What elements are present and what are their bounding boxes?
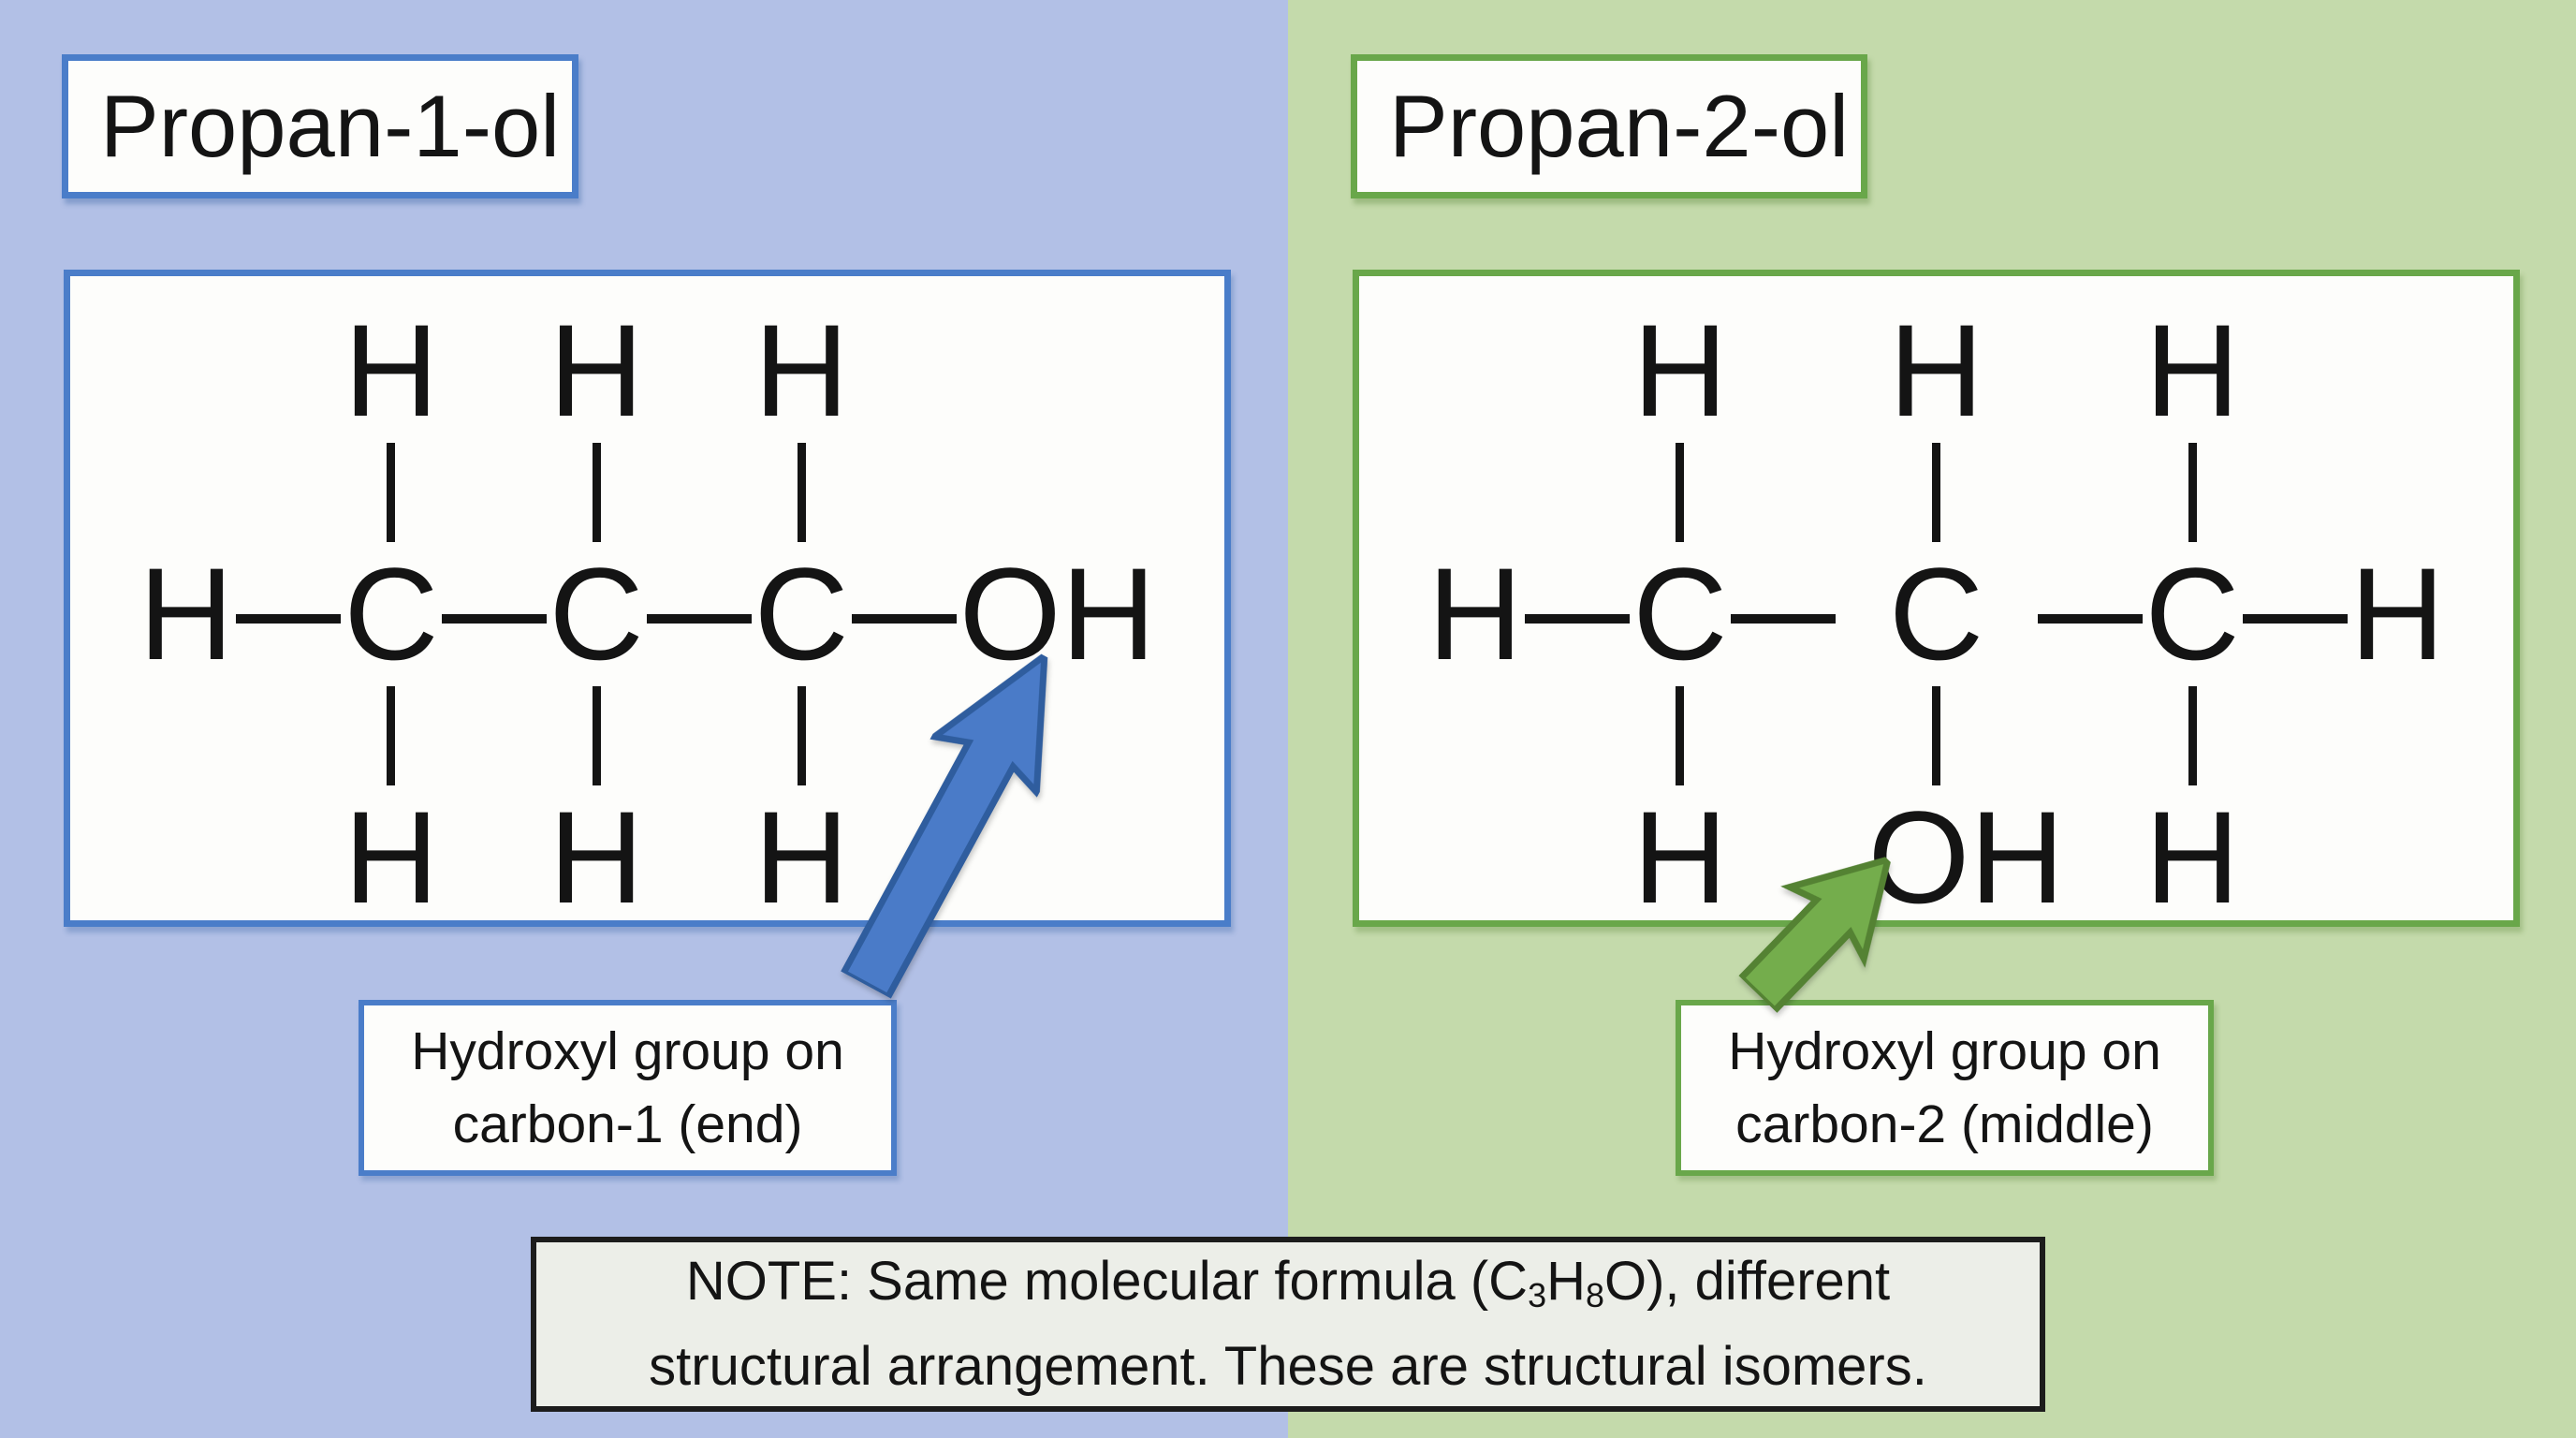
label-line: Hydroxyl group on	[411, 1021, 844, 1081]
atom-c: C	[2144, 540, 2240, 687]
note-line-1: NOTE: Same molecular formula (C3H8O), di…	[685, 1251, 1891, 1314]
atom-oh: OH	[959, 540, 1156, 687]
atom-c: C	[549, 540, 644, 687]
atom-h: H	[344, 297, 439, 444]
atom-h: H	[2349, 540, 2445, 687]
bond-vertical	[1932, 686, 1940, 785]
atom-c: C	[754, 540, 849, 687]
bond-vertical	[1676, 686, 1685, 785]
bond-horizontal	[851, 614, 957, 624]
bond-horizontal	[2242, 614, 2348, 624]
atom-oh: OH	[1867, 784, 2065, 931]
bond-horizontal	[646, 614, 752, 624]
bond-vertical	[2188, 443, 2197, 542]
bond-vertical	[1676, 443, 1685, 542]
atom-h: H	[344, 784, 439, 931]
atom-h: H	[754, 784, 849, 931]
bond-vertical	[592, 443, 601, 542]
bond-horizontal	[441, 614, 547, 624]
bond-vertical	[797, 443, 806, 542]
hydroxyl-pointer-arrow-green	[1736, 855, 1893, 1016]
label-line: Hydroxyl group on	[1728, 1021, 2161, 1081]
bond-vertical	[1932, 443, 1940, 542]
atom-h: H	[1427, 540, 1523, 687]
note-line-2: structural arrangement. These are struct…	[649, 1336, 1927, 1397]
atom-h: H	[754, 297, 849, 444]
atom-h: H	[1632, 297, 1728, 444]
bond-vertical	[387, 686, 396, 785]
bond-vertical	[2188, 686, 2197, 785]
propan-2-ol-title: Propan-2-ol	[1389, 77, 1850, 175]
atom-h: H	[2144, 297, 2240, 444]
bond-horizontal	[1730, 614, 1836, 624]
bond-vertical	[797, 686, 806, 785]
atom-h: H	[2144, 784, 2240, 931]
bond-vertical	[387, 443, 396, 542]
propan-2-ol-structure-box: H H H H C C C H H OH H	[1353, 270, 2520, 928]
bond-vertical	[592, 686, 601, 785]
atom-h: H	[549, 784, 644, 931]
subscript: 8	[1585, 1275, 1604, 1314]
propan-1-ol-molecule: H H H H C C C OH H H H	[139, 301, 1155, 928]
hydroxyl-pointer-arrow-blue	[839, 649, 1048, 1002]
atom-c: C	[1632, 540, 1728, 687]
bond-horizontal	[236, 614, 342, 624]
atom-c: C	[344, 540, 439, 687]
note-box: NOTE: Same molecular formula (C3H8O), di…	[531, 1237, 2045, 1412]
subscript: 3	[1528, 1275, 1547, 1314]
atom-h: H	[549, 297, 644, 444]
propan-1-ol-title: Propan-1-ol	[100, 77, 561, 175]
atom-h: H	[139, 540, 234, 687]
atom-h: H	[1632, 784, 1728, 931]
propan-2-ol-title-box: Propan-2-ol	[1351, 54, 1867, 198]
propan-1-ol-label-box: Hydroxyl group on carbon-1 (end)	[359, 1000, 897, 1176]
propan-1-ol-title-box: Propan-1-ol	[62, 54, 578, 198]
atom-c: C	[1888, 540, 1984, 687]
propan-2-ol-molecule: H H H H C C C H H OH H	[1427, 301, 2444, 928]
label-line: carbon-1 (end)	[452, 1094, 803, 1154]
atom-h: H	[1888, 297, 1984, 444]
propan-2-ol-label-box: Hydroxyl group on carbon-2 (middle)	[1676, 1000, 2214, 1176]
label-line: carbon-2 (middle)	[1735, 1094, 2154, 1154]
bond-horizontal	[2037, 614, 2143, 624]
propan-1-ol-structure-box: H H H H C C C OH H H H	[64, 270, 1231, 928]
bond-horizontal	[1525, 614, 1631, 624]
